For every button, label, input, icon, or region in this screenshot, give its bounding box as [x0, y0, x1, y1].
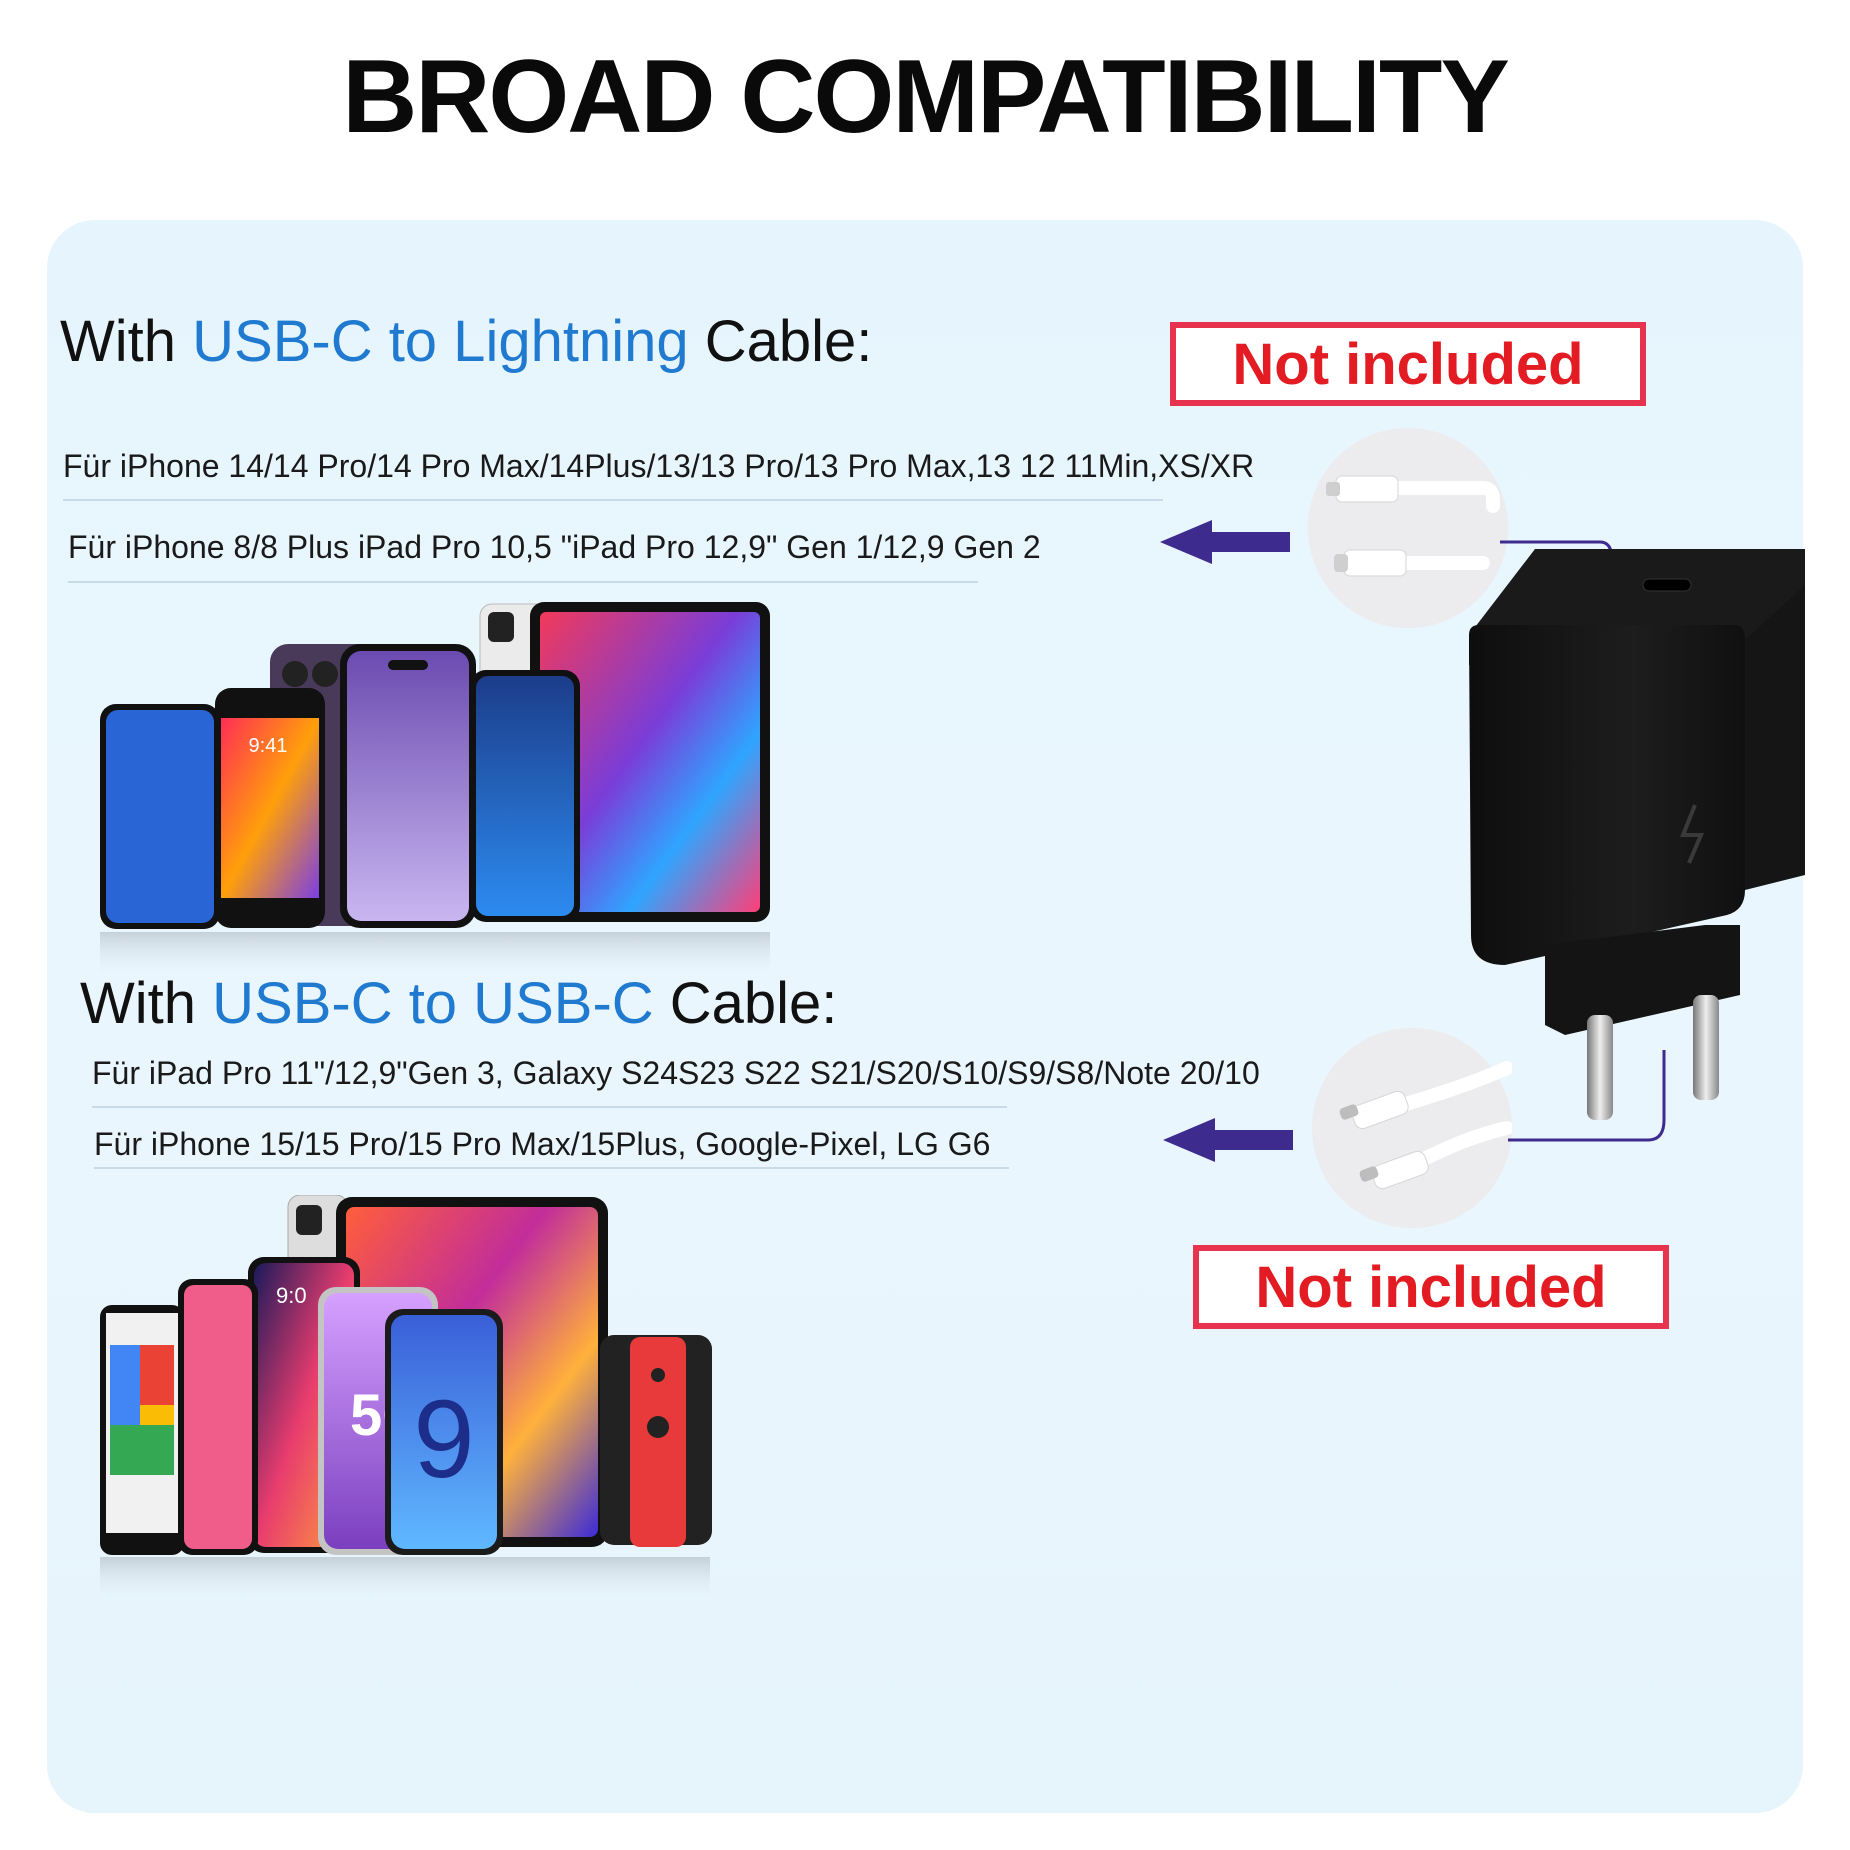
phone-time: 9:41 [249, 735, 288, 757]
usbc-cable-image [1312, 1028, 1514, 1228]
connector-line [1508, 1050, 1666, 1142]
heading-suffix: Cable: [688, 309, 873, 374]
lg-time: 9:0 [276, 1283, 307, 1308]
heading-highlight: USB-C to USB-C [212, 971, 654, 1036]
lightning-heading: With USB-C to Lightning Cable: [60, 308, 872, 375]
usbc-compat-line-2: Für iPhone 15/15 Pro/15 Pro Max/15Plus, … [94, 1126, 991, 1162]
arrow-left-icon [1163, 1118, 1293, 1162]
usbc-devices-image: 9:0 5G 9 [100, 1195, 712, 1603]
divider [94, 1167, 1009, 1169]
not-included-badge: Not included [1170, 322, 1646, 406]
lightning-compat-line-2: Für iPhone 8/8 Plus iPad Pro 10,5 "iPad … [68, 529, 1041, 565]
divider [92, 1106, 1007, 1108]
heading-prefix: With [80, 971, 213, 1036]
lightning-cable-image [1308, 428, 1508, 628]
page-title: BROAD COMPATIBILITY [342, 39, 1510, 155]
divider [68, 581, 978, 583]
not-included-badge: Not included [1193, 1245, 1669, 1329]
heading-prefix: With [60, 309, 193, 374]
divider [63, 499, 1163, 501]
usb-c-charger-image [1469, 549, 1805, 1120]
usbc-heading: With USB-C to USB-C Cable: [80, 970, 837, 1037]
lightning-devices-image: 9:41 [100, 602, 770, 978]
lightning-compat-line-1: Für iPhone 14/14 Pro/14 Pro Max/14Plus/1… [63, 448, 1255, 484]
heading-suffix: Cable: [653, 971, 838, 1036]
heading-highlight: USB-C to Lightning [192, 309, 689, 374]
galaxy-number: 9 [413, 1378, 474, 1501]
arrow-left-icon [1160, 520, 1290, 564]
usbc-compat-line-1: Für iPad Pro 11"/12,9"Gen 3, Galaxy S24S… [92, 1055, 1260, 1091]
